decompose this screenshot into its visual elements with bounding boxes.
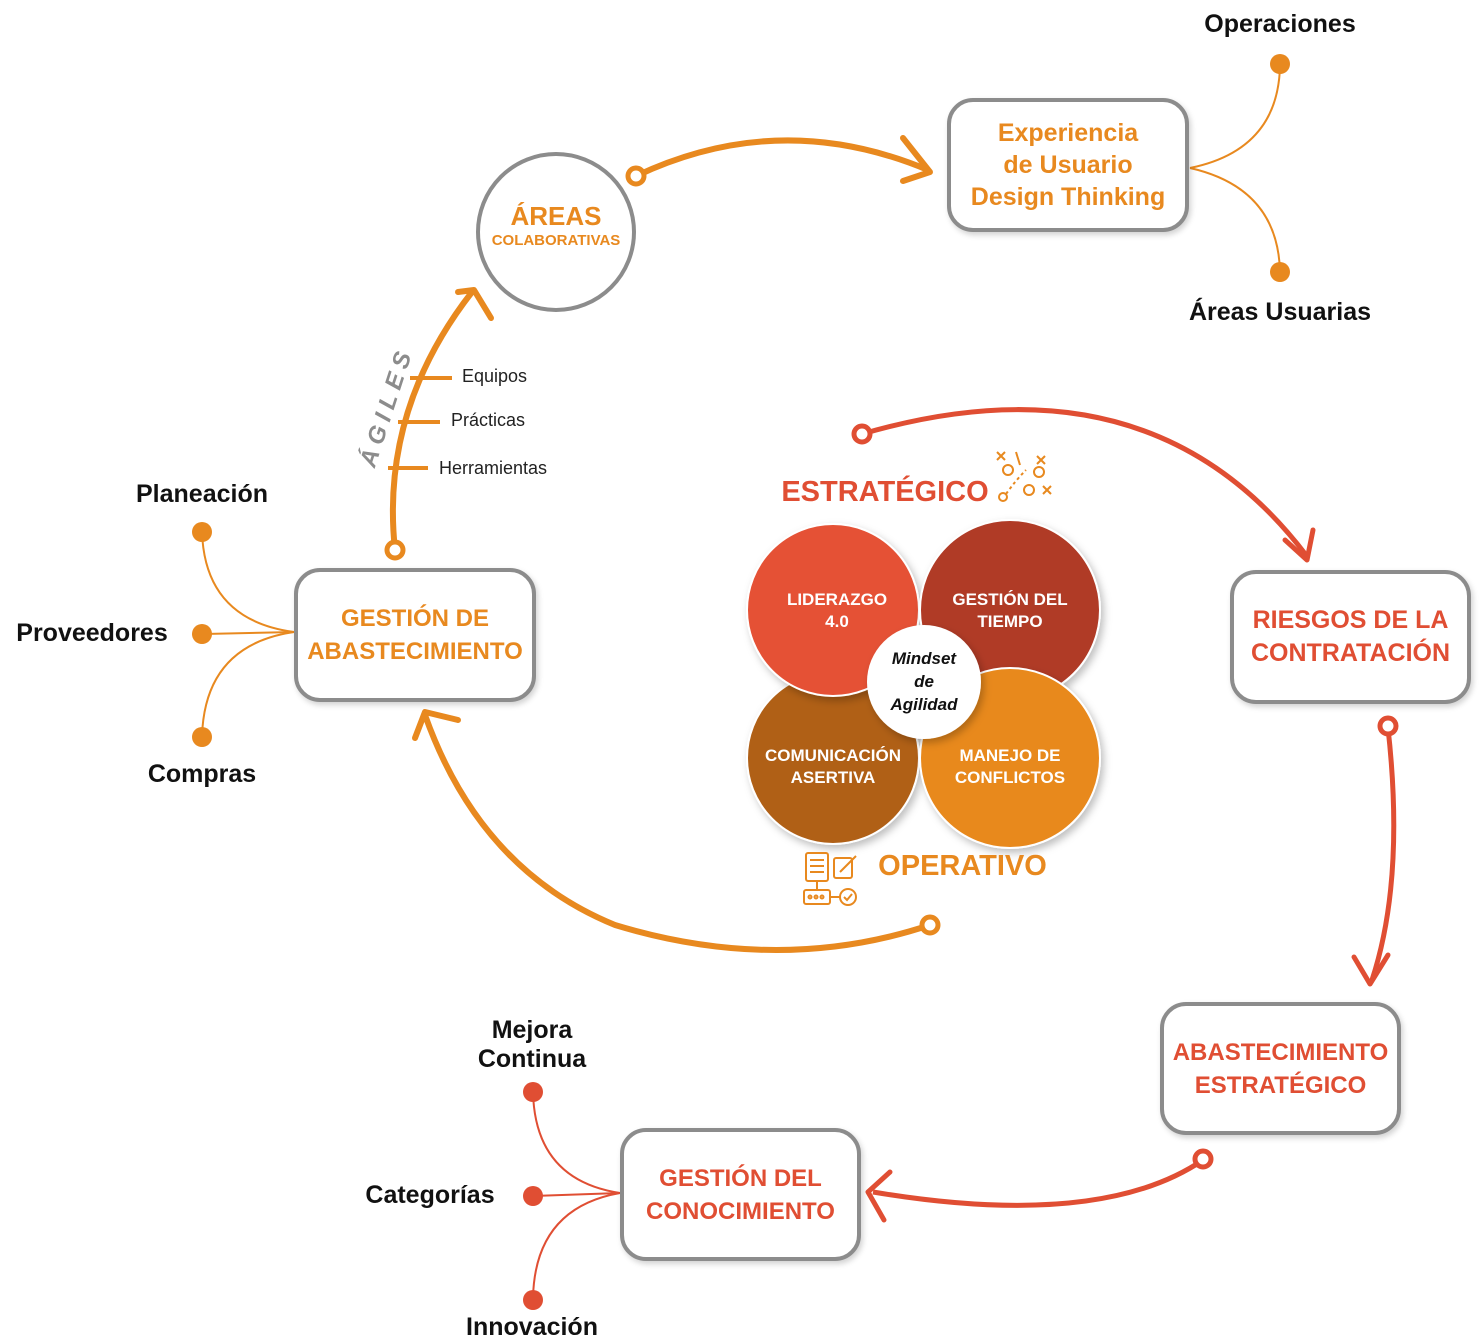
conflictos-line1: MANEJO DE [959,746,1061,765]
liderazgo-line2: 4.0 [825,612,849,631]
gestion-conocimiento-line2: CONOCIMIENTO [646,1197,835,1225]
mejora-continua-line2: Continua [477,1045,587,1073]
planeacion-label: Planeación [136,480,268,508]
arrow-gestion-to-areas [384,287,494,561]
liderazgo-line1: LIDERAZGO [786,590,888,609]
agiles-item-equipos: Equipos [462,366,528,386]
areas-colaborativas-line2: COLABORATIVAS [491,232,621,249]
areas-usuarias-label: Áreas Usuarias [1188,298,1372,326]
comunicacion-text: COMUNICACIÓN ASERTIVA [743,745,923,789]
agiles-item-practicas: Prácticas [451,410,526,430]
mindset-line2: de [914,672,934,691]
riesgos-line1: RIESGOS DE LA [1252,606,1449,634]
operaciones-label: Operaciones [1204,10,1356,38]
gestion-conocimiento-line1: GESTIÓN DEL [659,1164,822,1192]
gestion-abastecimiento-box: GESTIÓN DE ABASTECIMIENTO [294,568,536,702]
gestion-tiempo-line1: GESTIÓN DEL [952,590,1068,609]
operativo-title: OPERATIVO [878,850,1047,882]
experiencia-line2: de Usuario [1003,151,1133,179]
gestion-conocimiento-branches [523,1082,621,1310]
gestion-tiempo-line2: TIEMPO [977,612,1043,631]
proveedores-label: Proveedores [16,619,168,647]
mindset-circle [867,625,981,739]
experiencia-box: Experiencia de Usuario Design Thinking [947,98,1189,232]
arrow-operativo-to-gestion [412,709,941,953]
arrow-abastecimiento-to-conocimiento [865,1148,1214,1223]
mejora-continua-line1: Mejora [491,1016,573,1044]
comunicacion-line2: ASERTIVA [790,768,876,787]
categorias-label: Categorías [365,1181,495,1209]
agiles-item-herramientas: Herramientas [439,458,548,478]
areas-colaborativas-circle [476,152,636,312]
experiencia-line3: Design Thinking [970,183,1166,211]
mindset-text: Mindset de Agilidad [867,647,981,716]
gestion-abastecimiento-line1: GESTIÓN DE [340,605,490,632]
gestion-tiempo-text: GESTIÓN DEL TIEMPO [920,589,1100,633]
strategy-play-icon [996,451,1052,502]
abastecimiento-estrategico-line1: ABASTECIMIENTO [1172,1038,1389,1066]
experiencia-branches [1189,54,1290,282]
conflictos-line2: CONFLICTOS [954,768,1066,787]
areas-colaborativas-line1: ÁREAS [510,201,602,231]
experiencia-line1: Experiencia [997,119,1139,147]
abastecimiento-estrategico-line2: ESTRATÉGICO [1194,1071,1367,1099]
mindset-line1: Mindset [891,649,957,668]
estrategico-title: ESTRATÉGICO [781,476,989,508]
compras-label: Compras [147,760,257,788]
gestion-conocimiento-box: GESTIÓN DEL CONOCIMIENTO [620,1128,861,1261]
operational-documents-icon [803,852,857,906]
gestion-abastecimiento-branches [192,522,295,747]
areas-colaborativas-label: ÁREAS COLABORATIVAS [478,200,634,250]
mejora-continua-label: Mejora Continua [432,1016,632,1074]
riesgos-box: RIESGOS DE LA CONTRATACIÓN [1230,570,1471,704]
liderazgo-text: LIDERAZGO 4.0 [747,589,927,633]
gestion-abastecimiento-line2: ABASTECIMIENTO [307,638,523,665]
arrow-to-riesgos [851,407,1316,563]
arrow-riesgos-to-abastecimiento [1351,715,1399,987]
comunicacion-line1: COMUNICACIÓN [765,746,901,765]
innovacion-label: Innovación [466,1313,598,1341]
riesgos-line2: CONTRATACIÓN [1250,639,1451,667]
mindset-line3: Agilidad [890,695,958,714]
arrow-areas-to-experiencia [625,135,933,187]
conflictos-text: MANEJO DE CONFLICTOS [920,745,1100,789]
mindset-cluster [746,519,1101,849]
abastecimiento-estrategico-box: ABASTECIMIENTO ESTRATÉGICO [1160,1002,1401,1135]
